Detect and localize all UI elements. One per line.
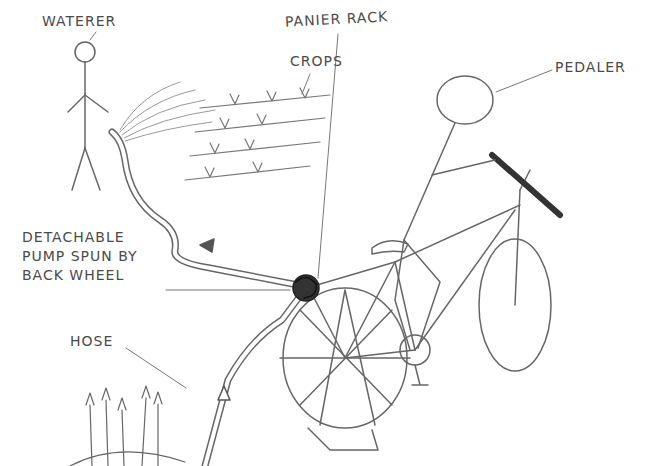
waterer-figure (85, 148, 100, 190)
pedaler-figure (395, 76, 495, 350)
leader-line (302, 74, 310, 94)
bicycle (280, 290, 410, 425)
pedaler-figure (404, 240, 440, 348)
bicycle (400, 335, 430, 365)
bicycle (308, 428, 378, 450)
part-label: CROPS (290, 52, 343, 71)
part-label: PEDALER (555, 58, 626, 77)
part-label: WATERER (42, 12, 116, 31)
part-label: DETACHABLE PUMP SPUN BY BACK WHEEL (22, 228, 162, 285)
bicycle (515, 190, 520, 305)
crops (190, 142, 320, 156)
wheat (90, 398, 158, 466)
pump (293, 275, 319, 301)
leader-line (126, 348, 186, 388)
crops (185, 166, 310, 180)
bicycle (345, 262, 395, 358)
crops (230, 88, 309, 104)
pedaler-figure (395, 240, 410, 350)
pump (293, 275, 319, 301)
crops (200, 95, 330, 108)
water-spray (122, 100, 205, 135)
bicycle (412, 365, 428, 385)
hose (112, 132, 298, 285)
sketch (68, 32, 560, 466)
pedaler-figure (404, 123, 455, 240)
hose (218, 386, 230, 400)
water-spray (120, 82, 180, 130)
waterer-figure (85, 95, 108, 112)
water-spray (124, 110, 215, 138)
bicycle (345, 350, 415, 358)
leader-line (496, 70, 552, 92)
hose (200, 239, 214, 252)
water-spray (120, 82, 215, 141)
leader-line (90, 32, 96, 40)
waterer-figure (68, 95, 85, 112)
crops (210, 139, 254, 153)
part-label: PANIER RACK (285, 7, 389, 31)
pedaler-figure (437, 76, 493, 124)
part-label: HOSE (70, 332, 113, 351)
bicycle (395, 205, 520, 262)
bicycle (415, 210, 515, 350)
waterer-figure (68, 42, 108, 190)
crops (185, 88, 330, 180)
crops (220, 114, 266, 128)
hose (112, 132, 300, 466)
bicycle (310, 290, 345, 358)
leader-line (166, 290, 290, 291)
pedaler-figure (432, 160, 495, 175)
water-spray (120, 90, 195, 132)
leader-line (90, 32, 552, 388)
handlebar (492, 155, 560, 215)
hose (112, 132, 298, 285)
wheat (70, 386, 185, 466)
waterer-figure (72, 148, 85, 190)
pump (296, 277, 316, 298)
leader-line (318, 34, 338, 278)
wheat (70, 452, 185, 466)
waterer-figure (75, 42, 95, 62)
crops (205, 162, 262, 177)
wheat (86, 386, 162, 410)
waterer-figure (84, 62, 86, 148)
